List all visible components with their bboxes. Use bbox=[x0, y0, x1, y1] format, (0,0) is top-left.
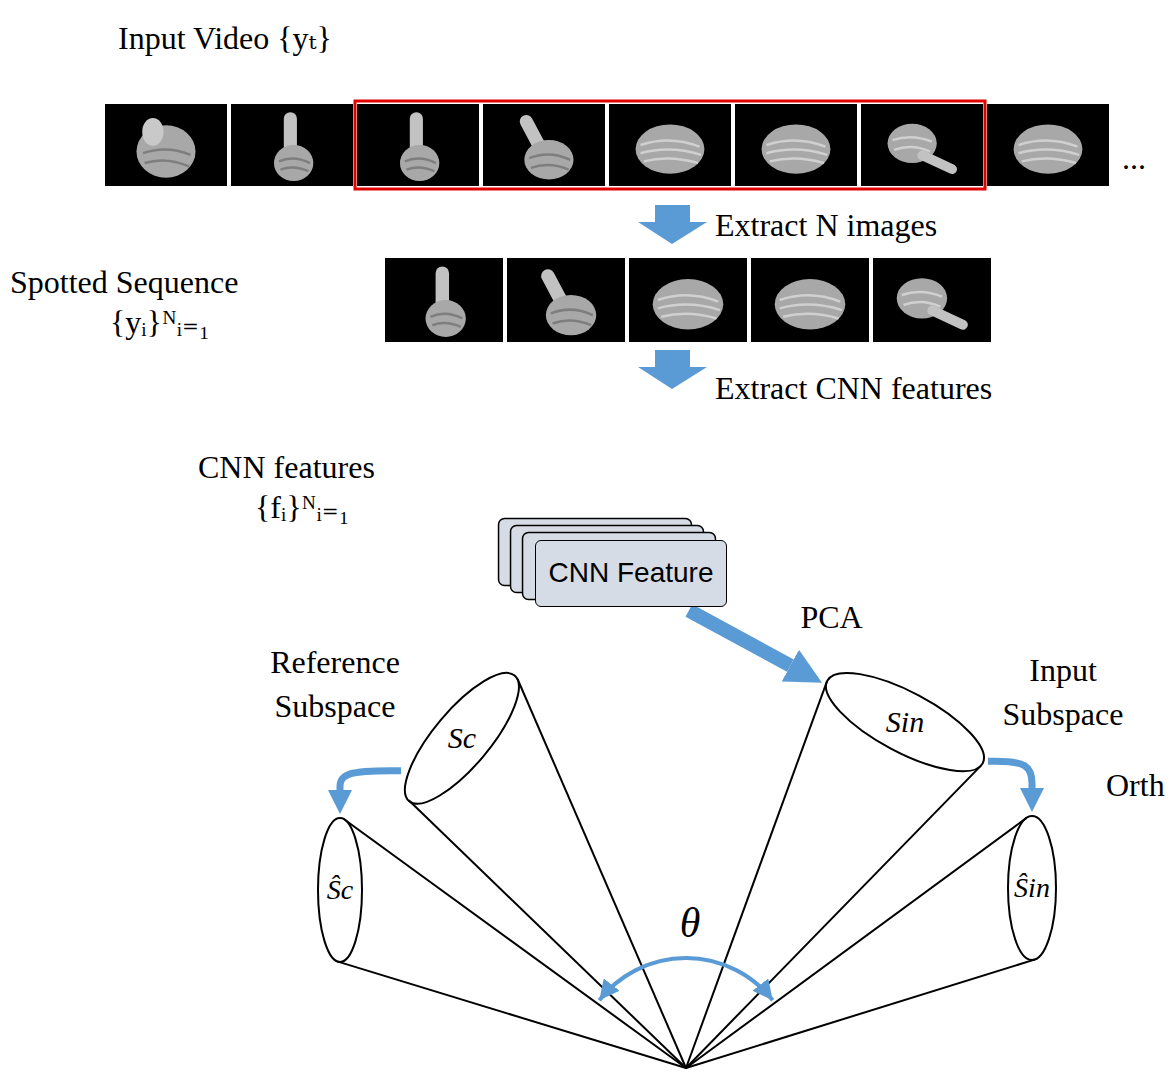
hand-image bbox=[426, 266, 466, 337]
subspace-symbol: Sin bbox=[886, 705, 924, 738]
cone-line bbox=[518, 679, 686, 1068]
video-frame bbox=[507, 258, 625, 342]
hand-image bbox=[762, 125, 831, 174]
ellipse-outline bbox=[1008, 816, 1056, 960]
flow-arrow bbox=[340, 771, 401, 790]
hand-image bbox=[136, 118, 195, 178]
subspace-ellipse: Ŝin bbox=[1008, 816, 1056, 960]
subspace-symbol: Ŝc bbox=[327, 875, 353, 906]
hand-image bbox=[636, 125, 705, 174]
cone-outlines bbox=[338, 519, 1035, 1069]
video-frame bbox=[735, 104, 857, 186]
cone-line bbox=[686, 818, 1026, 1068]
hand-image bbox=[888, 124, 959, 176]
feature-title: CNN features bbox=[198, 447, 375, 487]
flow-arrow bbox=[988, 761, 1032, 788]
hand-image bbox=[400, 112, 439, 181]
flow-arrow bbox=[689, 611, 791, 666]
edge-label: PCA bbox=[800, 597, 862, 637]
selection-box bbox=[355, 101, 985, 189]
flow-arrow bbox=[988, 761, 1032, 788]
sequence-symbol: {yᵢ}ᴺᵢ₌₁ bbox=[110, 302, 210, 342]
cone-line bbox=[338, 962, 686, 1068]
input-video-strip bbox=[105, 101, 1109, 189]
angle-arc bbox=[599, 958, 772, 1000]
cone-line bbox=[686, 682, 827, 1068]
cone-line bbox=[409, 800, 686, 1068]
subspace-ellipse: Sin bbox=[826, 673, 984, 771]
feature-card: CNN Feature bbox=[535, 540, 728, 607]
step-label: Extract N images bbox=[715, 205, 937, 245]
down-arrow bbox=[638, 205, 707, 244]
cone-line bbox=[345, 820, 686, 1068]
flow-arrow bbox=[340, 771, 401, 790]
ellipse-outline bbox=[318, 818, 362, 962]
subspace-title: Input Subspace bbox=[988, 648, 1138, 736]
spotted-sequence-strip bbox=[385, 258, 991, 342]
video-frame bbox=[987, 104, 1109, 186]
hand-image bbox=[1014, 125, 1083, 174]
hand-image bbox=[775, 279, 846, 329]
video-frame bbox=[751, 258, 869, 342]
video-frame bbox=[231, 104, 353, 186]
video-title: Input Video {yₜ} bbox=[118, 18, 332, 58]
hand-image bbox=[539, 267, 596, 335]
sequence-title: Spotted Sequence bbox=[10, 262, 238, 302]
video-frame bbox=[105, 104, 227, 186]
step-label: Extract CNN features bbox=[715, 368, 992, 408]
subspace-ellipse: Sc bbox=[405, 673, 519, 804]
video-frame bbox=[483, 104, 605, 186]
video-frame bbox=[385, 258, 503, 342]
hand-image bbox=[274, 112, 313, 181]
card-label: CNN Feature bbox=[549, 558, 714, 589]
subspace-ellipse: Ŝc bbox=[318, 818, 362, 962]
flow-arrow bbox=[689, 611, 791, 666]
subspace-title: Reference Subspace bbox=[235, 640, 435, 728]
process-label: Orth bbox=[1106, 765, 1165, 805]
video-frame bbox=[357, 104, 479, 186]
video-frame bbox=[861, 104, 983, 186]
subspace-symbol: Ŝin bbox=[1014, 873, 1050, 904]
video-frame bbox=[629, 258, 747, 342]
video-frame bbox=[609, 104, 731, 186]
hand-image bbox=[517, 113, 573, 180]
cone-line bbox=[686, 960, 1035, 1068]
hand-image bbox=[653, 279, 724, 329]
feature-symbol: {fᵢ}ᴺᵢ₌₁ bbox=[255, 487, 350, 527]
subspace-symbol: Sc bbox=[448, 721, 476, 754]
ellipse-outline bbox=[813, 654, 997, 790]
video-frame bbox=[873, 258, 991, 342]
down-arrow bbox=[638, 350, 707, 389]
ellipse-outline bbox=[388, 657, 536, 819]
ellipsis: ... bbox=[1122, 138, 1146, 178]
hand-image bbox=[897, 278, 970, 331]
angle-symbol: θ bbox=[680, 903, 701, 943]
